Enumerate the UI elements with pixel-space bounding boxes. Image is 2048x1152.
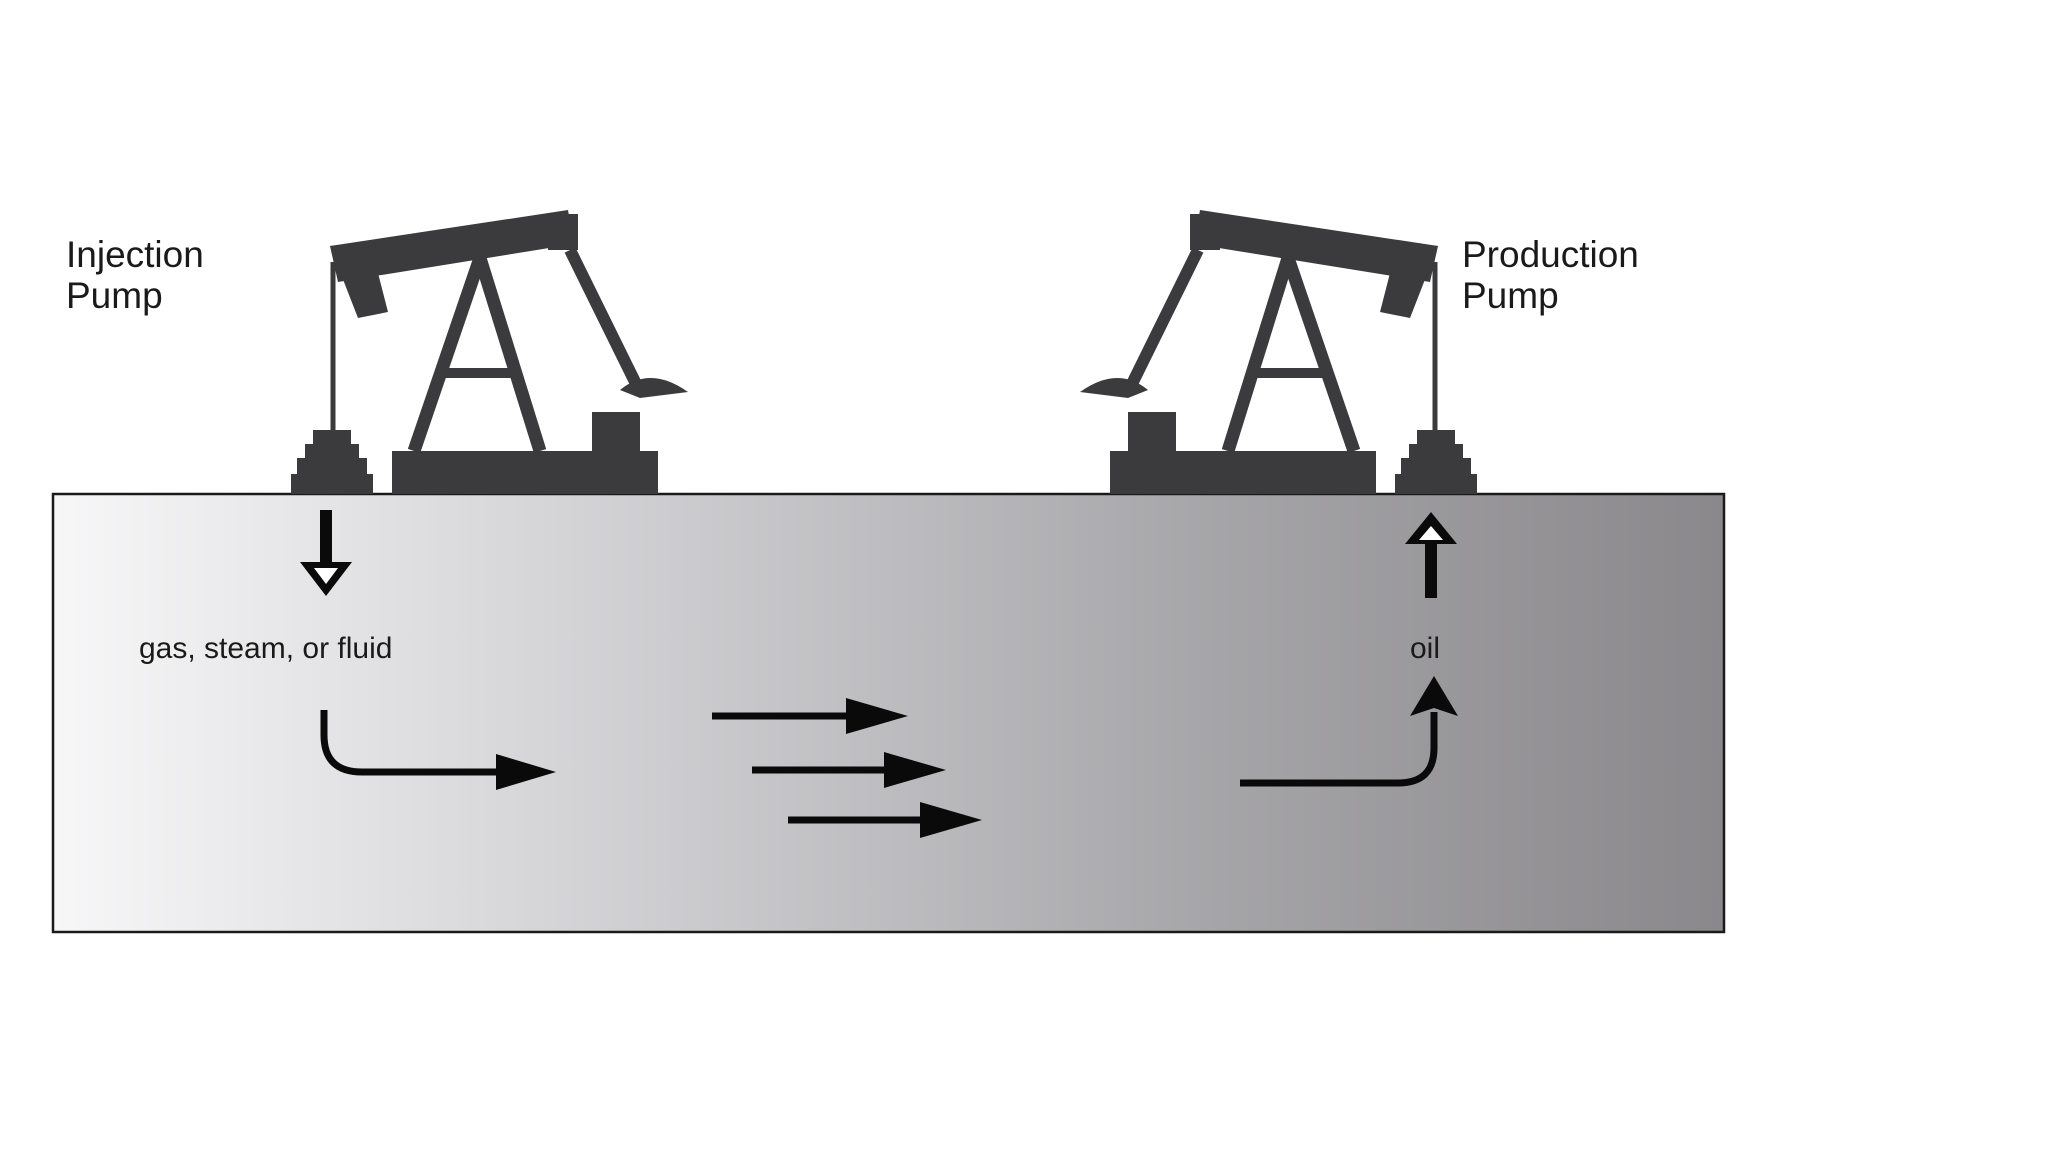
injection-pumpjack-icon bbox=[291, 210, 688, 494]
injection-down-arrow bbox=[300, 510, 352, 596]
injection-pump-label-line1: Injection bbox=[66, 234, 204, 275]
production-pump-label-line2: Pump bbox=[1462, 275, 1559, 316]
produced-material-label: oil bbox=[1410, 632, 1441, 665]
production-pumpjack-icon bbox=[1080, 210, 1477, 494]
injection-flow-arrow bbox=[320, 710, 556, 790]
reservoir-flow-arrow bbox=[752, 752, 946, 788]
injection-pump-label-line2: Pump bbox=[66, 275, 163, 316]
production-wellhead-icon bbox=[1395, 430, 1477, 494]
production-flow-arrow bbox=[1240, 676, 1458, 787]
reservoir-flow-arrow bbox=[788, 802, 982, 838]
injected-material-label: gas, steam, or fluid bbox=[139, 632, 393, 665]
reservoir-flow-arrow bbox=[712, 698, 908, 734]
production-up-arrow bbox=[1405, 512, 1457, 598]
production-pump-label: Production Pump bbox=[1462, 234, 1639, 316]
production-pump-label-line1: Production bbox=[1462, 234, 1639, 275]
injection-pump-label: Injection Pump bbox=[66, 234, 204, 316]
injection-wellhead-icon bbox=[291, 430, 373, 494]
